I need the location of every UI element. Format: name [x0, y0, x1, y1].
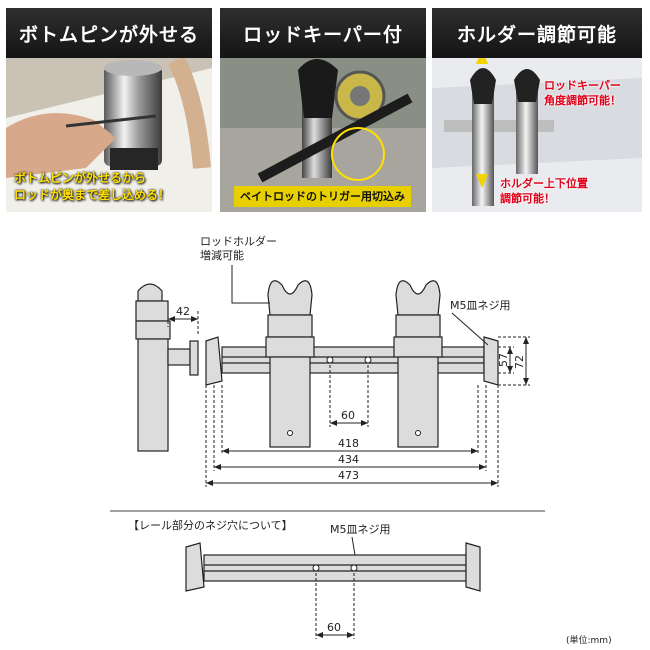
photo-bottom-pin: ボトムピンが外せる ボトムピンが外せるから ロッドが奥まで差し込める！: [6, 8, 212, 212]
rail: [221, 346, 485, 374]
photo-caption-top: ロッドキーパー 角度調節可能！: [544, 78, 621, 108]
photo-banner: ボトムピンが外せる: [6, 8, 212, 58]
caption-line: ベイトロッドのトリガー用切込み: [240, 190, 405, 203]
caption-line: ロッドキーパー: [544, 79, 621, 92]
caption-line: ホルダー上下位置: [500, 177, 588, 190]
photo-banner: ホルダー調節可能: [432, 8, 642, 58]
unit-note: (単位:mm): [566, 634, 612, 646]
rod-holder-left: [265, 280, 315, 448]
left-end-bracket: [205, 336, 223, 386]
dim-holder-span: 418: [338, 437, 359, 450]
technical-drawing: ロッドホルダー 増減可能 M5皿ネジ用 42 60 418 434 473 57…: [110, 234, 612, 646]
photo-banner: ロッドキーパー付: [220, 8, 426, 58]
rod-holder-note-line1: ロッドホルダー: [200, 234, 277, 248]
rod-holder-note-line2: 増減可能: [200, 248, 244, 262]
right-end-bracket: [483, 336, 499, 386]
dim-height-outer: 72: [513, 355, 526, 369]
caption-line: ロッドが奥まで差し込める！: [14, 188, 171, 202]
rail-screw-holes: [287, 356, 421, 436]
photo-caption: ベイトロッドのトリガー用切込み: [234, 186, 411, 207]
dim-height-inner: 57: [497, 353, 510, 367]
rail-section-title: 【レール部分のネジ穴について】: [128, 518, 293, 532]
rail-detail: [185, 542, 481, 592]
photo-caption-bottom: ホルダー上下位置 調節可能！: [500, 176, 588, 206]
dim-rail-span: 434: [338, 453, 359, 466]
dim-hole-pitch: 60: [341, 409, 355, 422]
caption-line: 調節可能！: [500, 192, 555, 205]
rail-detail-holes: [312, 564, 358, 572]
screw-label: M5皿ネジ用: [450, 299, 511, 312]
rod-holder-right: [393, 280, 443, 448]
photo-holder-adjust: ホルダー調節可能 ロッドキーパー 角度調節可能！ ホルダー上下位置 調節可能！: [432, 8, 642, 212]
caption-line: ボトムピンが外せるから: [14, 171, 147, 185]
dim-side-depth: 42: [176, 305, 190, 318]
dim-overall: 473: [338, 469, 359, 482]
side-view: [135, 283, 199, 452]
photo-caption: ボトムピンが外せるから ロッドが奥まで差し込める！: [14, 170, 170, 204]
rail-screw-label: M5皿ネジ用: [330, 523, 391, 536]
rail-dim-hole-pitch: 60: [327, 621, 341, 634]
photo-rod-keeper: ロッドキーパー付 ベイトロッドのトリガー用切込み: [220, 8, 426, 212]
caption-line: 角度調節可能！: [544, 94, 621, 107]
